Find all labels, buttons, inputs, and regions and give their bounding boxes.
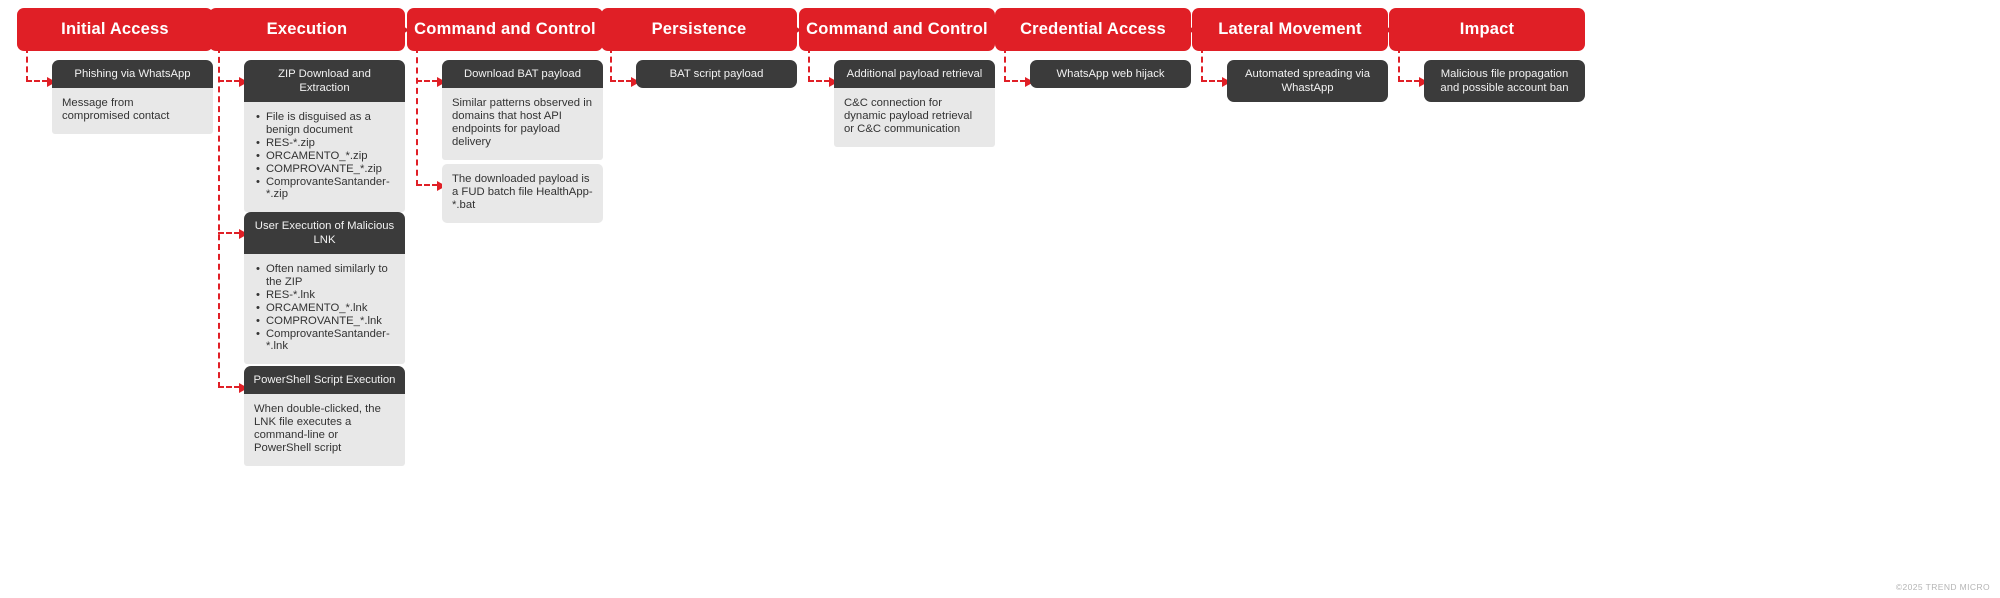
technique-card[interactable]: The downloaded payload is a FUD batch fi…	[442, 164, 603, 223]
technique-paragraph: C&C connection for dynamic payload retri…	[844, 97, 973, 135]
stage-header-label: Impact	[1459, 20, 1515, 38]
technique-bullet-item: ORCAMENTO_*.lnk	[256, 302, 395, 315]
technique-card-body: Similar patterns observed in domains tha…	[442, 88, 603, 160]
dashed-arrow-connector	[610, 77, 640, 87]
technique-card[interactable]: Automated spreading via WhastApp	[1227, 60, 1388, 102]
technique-card-title: Additional payload retrieval	[834, 60, 995, 88]
dashed-spine-7	[1201, 47, 1203, 82]
technique-bullet-item: RES-*.lnk	[256, 289, 395, 302]
technique-bullet-list: File is disguised as a benign documentRE…	[254, 111, 395, 201]
technique-paragraph: When double-clicked, the LNK file execut…	[254, 403, 381, 454]
dashed-spine-3	[416, 47, 418, 186]
technique-card-body: C&C connection for dynamic payload retri…	[834, 88, 995, 147]
dashed-arrow-connector	[218, 77, 248, 87]
dashed-arrow-connector	[26, 77, 56, 87]
dashed-arrow-connector	[1398, 77, 1428, 87]
technique-card-title: PowerShell Script Execution	[244, 366, 405, 394]
technique-bullet-list: Often named similarly to the ZIPRES-*.ln…	[254, 263, 395, 353]
stage-header-4[interactable]: Persistence	[601, 8, 797, 51]
stage-header-8[interactable]: Impact	[1389, 8, 1585, 51]
technique-paragraph: Similar patterns observed in domains tha…	[452, 97, 593, 148]
dashed-arrow-connector	[808, 77, 838, 87]
technique-card-title: Malicious file propagation and possible …	[1424, 60, 1585, 102]
dashed-spine-2	[218, 47, 220, 388]
technique-card[interactable]: User Execution of Malicious LNK Often nam…	[244, 212, 405, 365]
dashed-arrow-connector	[1004, 77, 1034, 87]
technique-card-title: Download BAT payload	[442, 60, 603, 88]
stage-header-label: Execution	[266, 20, 348, 38]
stage-header-label: Initial Access	[61, 20, 169, 38]
dashed-spine-4	[610, 47, 612, 82]
technique-card-title: BAT script payload	[636, 60, 797, 88]
stage-header-6[interactable]: Credential Access	[995, 8, 1191, 51]
stage-header-label: Persistence	[651, 20, 747, 38]
technique-card-title: WhatsApp web hijack	[1030, 60, 1191, 88]
stage-header-label: Lateral Movement	[1218, 20, 1362, 38]
stage-header-label: Command and Control	[414, 20, 596, 38]
dashed-arrow-connector	[1201, 77, 1231, 87]
stage-header-2[interactable]: Execution	[209, 8, 405, 51]
stage-header-7[interactable]: Lateral Movement	[1192, 8, 1388, 51]
technique-card[interactable]: ZIP Download and ExtractionFile is disgu…	[244, 60, 405, 213]
stage-header-label: Credential Access	[1020, 20, 1166, 38]
technique-bullet-item: File is disguised as a benign document	[256, 111, 395, 137]
dashed-spine-8	[1398, 47, 1400, 82]
technique-card-body: Often named similarly to the ZIPRES-*.ln…	[244, 254, 405, 365]
technique-paragraph: Message from compromised contact	[62, 97, 170, 122]
dashed-arrow-connector	[218, 383, 248, 393]
technique-bullet-item: ComprovanteSantander-*.lnk	[256, 328, 395, 354]
technique-card-body: The downloaded payload is a FUD batch fi…	[442, 164, 603, 223]
dashed-arrow-connector	[416, 181, 446, 191]
technique-bullet-item: ComprovanteSantander-*.zip	[256, 176, 395, 202]
technique-bullet-item: RES-*.zip	[256, 137, 395, 150]
technique-card-body: When double-clicked, the LNK file execut…	[244, 394, 405, 466]
dashed-arrow-connector	[218, 229, 248, 239]
technique-card-title: Automated spreading via WhastApp	[1227, 60, 1388, 102]
technique-card-body: Message from compromised contact	[52, 88, 213, 134]
stage-header-label: Command and Control	[806, 20, 988, 38]
technique-bullet-item: Often named similarly to the ZIP	[256, 263, 395, 289]
technique-card[interactable]: WhatsApp web hijack	[1030, 60, 1191, 88]
technique-bullet-item: COMPROVANTE_*.zip	[256, 163, 395, 176]
technique-card-title: ZIP Download and Extraction	[244, 60, 405, 102]
copyright-credit: ©2025 TREND MICRO	[1895, 582, 1990, 592]
dashed-spine-6	[1004, 47, 1006, 82]
stage-header-1[interactable]: Initial Access	[17, 8, 213, 51]
stage-header-3[interactable]: Command and Control	[407, 8, 603, 51]
technique-paragraph: The downloaded payload is a FUD batch fi…	[452, 173, 593, 211]
technique-bullet-item: ORCAMENTO_*.zip	[256, 150, 395, 163]
technique-card-title: User Execution of Malicious LNK	[244, 212, 405, 254]
technique-card[interactable]: BAT script payload	[636, 60, 797, 88]
dashed-spine-1	[26, 47, 28, 82]
stage-header-5[interactable]: Command and Control	[799, 8, 995, 51]
dashed-arrow-connector	[416, 77, 446, 87]
technique-card[interactable]: Malicious file propagation and possible …	[1424, 60, 1585, 102]
technique-card-title: Phishing via WhatsApp	[52, 60, 213, 88]
technique-bullet-item: COMPROVANTE_*.lnk	[256, 315, 395, 328]
technique-card-body: File is disguised as a benign documentRE…	[244, 102, 405, 213]
dashed-spine-5	[808, 47, 810, 82]
